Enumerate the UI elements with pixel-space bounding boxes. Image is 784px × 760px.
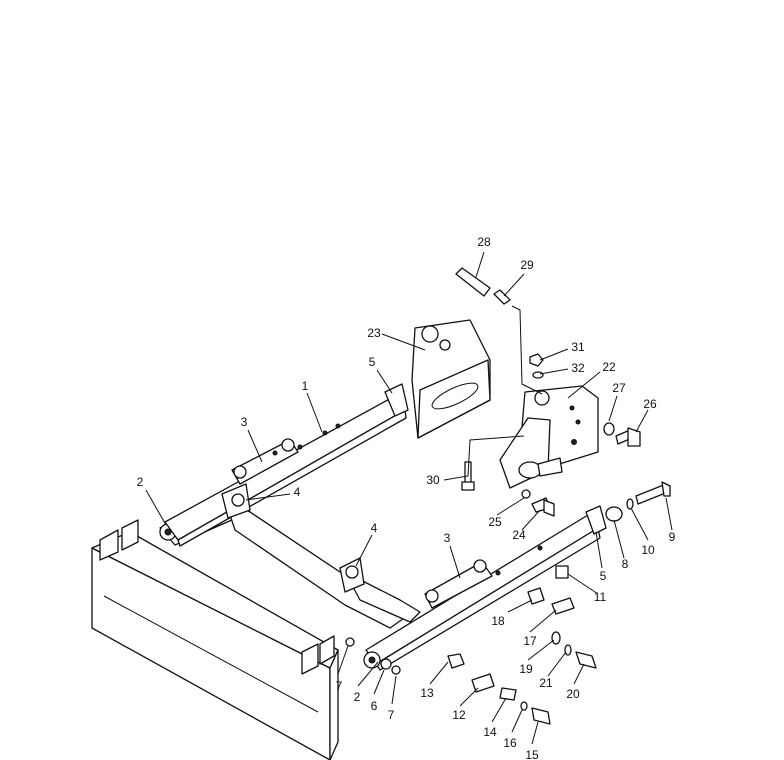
callout-12: 12 bbox=[452, 708, 466, 722]
callout-28: 28 bbox=[477, 235, 491, 249]
callout-3-right: 3 bbox=[444, 531, 451, 545]
callout-3-left: 3 bbox=[241, 415, 248, 429]
callout-4-left: 4 bbox=[294, 485, 301, 499]
callout-5-upper: 5 bbox=[369, 355, 376, 369]
callout-1: 1 bbox=[302, 379, 309, 393]
callout-27: 27 bbox=[612, 381, 626, 395]
leader-lines bbox=[145, 251, 673, 745]
callout-2-upper: 2 bbox=[137, 475, 144, 489]
callout-15: 15 bbox=[525, 748, 539, 760]
bracket-22 bbox=[499, 385, 599, 489]
callouts: 28 29 23 31 22 32 5 1 27 26 3 30 2 4 9 2… bbox=[137, 235, 676, 760]
callout-18: 18 bbox=[491, 614, 505, 628]
right-bracket-3 bbox=[424, 559, 493, 609]
callout-20: 20 bbox=[566, 687, 580, 701]
callout-17: 17 bbox=[523, 634, 537, 648]
callout-10: 10 bbox=[641, 543, 655, 557]
callout-32: 32 bbox=[571, 361, 585, 375]
callout-6: 6 bbox=[371, 699, 378, 713]
callout-13: 13 bbox=[420, 686, 434, 700]
callout-9: 9 bbox=[669, 530, 676, 544]
callout-16: 16 bbox=[503, 736, 517, 750]
callout-5-lower: 5 bbox=[600, 569, 607, 583]
callout-25: 25 bbox=[488, 515, 502, 529]
right-bracket-4 bbox=[339, 557, 365, 593]
right-arm bbox=[363, 505, 607, 671]
left-bracket-4 bbox=[221, 483, 251, 519]
left-bracket-3 bbox=[231, 438, 299, 485]
callout-19: 19 bbox=[519, 662, 533, 676]
callout-8: 8 bbox=[622, 557, 629, 571]
blade bbox=[91, 519, 339, 760]
callout-29: 29 bbox=[520, 258, 534, 272]
callout-4-right: 4 bbox=[371, 521, 378, 535]
callout-21: 21 bbox=[539, 676, 553, 690]
callout-31: 31 bbox=[571, 340, 585, 354]
callout-22: 22 bbox=[602, 360, 616, 374]
callout-14: 14 bbox=[483, 725, 497, 739]
plate-23 bbox=[411, 319, 491, 439]
callout-7-right: 7 bbox=[388, 708, 395, 722]
hardware bbox=[345, 267, 671, 725]
callout-24: 24 bbox=[512, 528, 526, 542]
callout-7-left: 7 bbox=[336, 679, 343, 693]
callout-23: 23 bbox=[367, 326, 381, 340]
callout-2-lower: 2 bbox=[354, 690, 361, 704]
callout-11: 11 bbox=[594, 590, 607, 604]
callout-30: 30 bbox=[426, 473, 440, 487]
callout-26: 26 bbox=[643, 397, 657, 411]
